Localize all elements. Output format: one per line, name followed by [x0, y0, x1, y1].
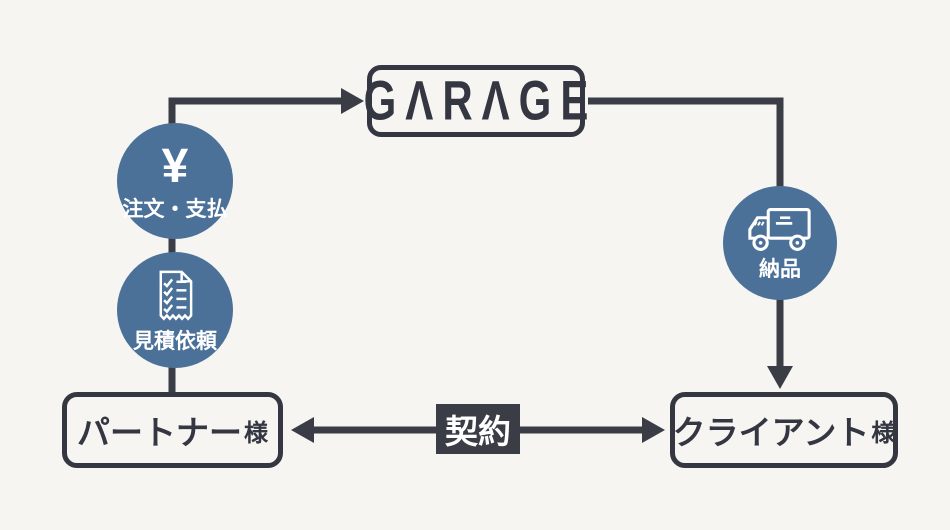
garage-logo-box: GΛRΛGE — [364, 65, 588, 137]
partner-arrowhead-icon — [291, 417, 314, 443]
client-arrowhead2-icon — [642, 417, 665, 443]
quote-request-node: 見積依頼 — [117, 252, 233, 368]
partner-box: パートナー 様 — [62, 392, 283, 468]
garage-to-delivery-connector — [588, 97, 784, 188]
checklist-document-icon — [159, 270, 193, 321]
delivery-node: 納品 — [723, 186, 837, 300]
partner-name: パートナー — [77, 414, 242, 451]
contract-label-box: 契約 — [436, 404, 520, 454]
contract-label: 契約 — [445, 413, 511, 450]
order-payment-label: 注文・支払 — [122, 197, 228, 221]
truck-icon — [748, 208, 811, 251]
client-honorific: 様 — [871, 419, 896, 447]
garage-logo-text: GΛRΛGE — [363, 69, 598, 132]
partner-honorific: 様 — [244, 419, 268, 447]
yen-icon: ¥ — [161, 139, 189, 193]
client-arrowhead-icon — [767, 366, 793, 389]
order-payment-node: ¥ 注文・支払 — [117, 123, 233, 239]
quote-request-label: 見積依頼 — [133, 329, 217, 353]
delivery-label: 納品 — [759, 258, 801, 281]
client-box: クライアント 様 — [670, 392, 898, 468]
garage-arrowhead-icon — [341, 88, 364, 114]
client-name: クライアント — [672, 414, 870, 451]
